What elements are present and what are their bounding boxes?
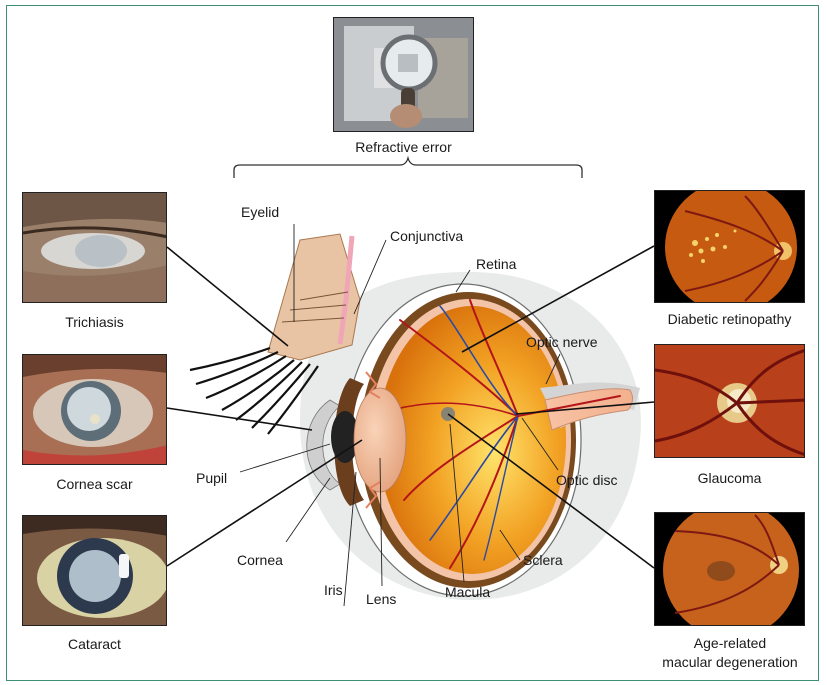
label-iris: Iris bbox=[324, 582, 343, 598]
label-conjunctiva: Conjunctiva bbox=[390, 228, 463, 244]
label-cornea: Cornea bbox=[237, 552, 283, 568]
label-pupil: Pupil bbox=[196, 470, 227, 486]
refractive-error-brace bbox=[234, 158, 582, 178]
label-lens: Lens bbox=[366, 591, 396, 607]
label-macula: Macula bbox=[445, 584, 490, 600]
label-retina: Retina bbox=[476, 256, 516, 272]
label-optic-disc: Optic disc bbox=[556, 472, 617, 488]
label-sclera: Sclera bbox=[523, 552, 563, 568]
label-optic-nerve: Optic nerve bbox=[526, 334, 598, 350]
label-eyelid: Eyelid bbox=[241, 204, 279, 220]
